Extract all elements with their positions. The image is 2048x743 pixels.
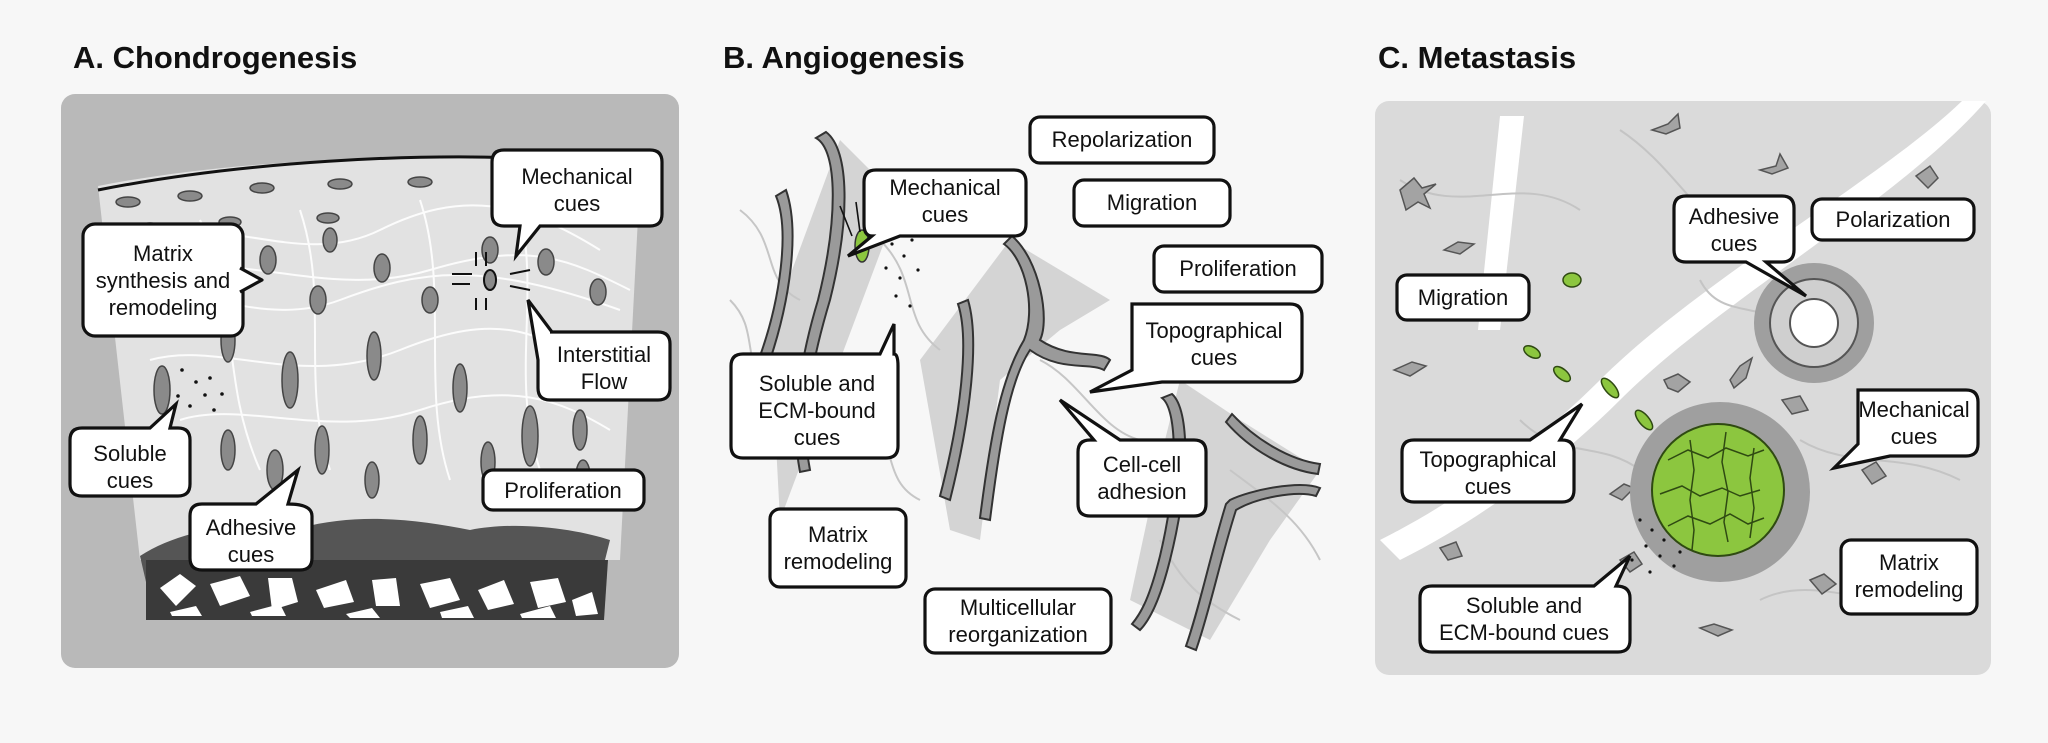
label-repolarization: Repolarization (1052, 127, 1193, 152)
callout-a-mechanical: Mechanical cues (490, 148, 664, 262)
callout-b-migration: Migration (1072, 178, 1232, 228)
callout-a-adhesive: Adhesive cues (188, 465, 314, 572)
label-interstitial-line2: Flow (581, 369, 628, 394)
callout-b-multicellular: Multicellular reorganization (923, 587, 1113, 655)
callout-b-proliferation: Proliferation (1152, 244, 1324, 294)
callout-b-soluble: Soluble and ECM-bound cues (729, 323, 900, 460)
callout-a-interstitial-flow: Interstitial Flow (526, 299, 672, 402)
label-b-matrix-line1: Matrix (808, 522, 868, 547)
label-c-mechanical-line1: Mechanical (1858, 397, 1969, 422)
label-c-mechanical-line2: cues (1891, 424, 1937, 449)
label-cell-cell-line2: adhesion (1097, 479, 1186, 504)
label-matrix-synthesis-line2: synthesis and (96, 268, 231, 293)
label-b-matrix-line2: remodeling (784, 549, 893, 574)
callout-c-matrix-remodeling: Matrix remodeling (1839, 538, 1979, 616)
label-b-soluble-line1: Soluble and (759, 371, 875, 396)
panel-a-title: A. Chondrogenesis (73, 40, 358, 75)
label-b-topographical-line2: cues (1191, 345, 1237, 370)
duct-lumen (1789, 298, 1839, 348)
callout-a-proliferation: Proliferation (481, 468, 646, 512)
label-b-soluble-line3: cues (794, 425, 840, 450)
label-b-topographical-line1: Topographical (1146, 318, 1283, 343)
label-a-mechanical-line1: Mechanical (521, 164, 632, 189)
callout-b-cell-cell: Cell-cell adhesion (1058, 398, 1208, 518)
label-a-proliferation: Proliferation (504, 478, 621, 503)
label-b-soluble-line2: ECM-bound (758, 398, 875, 423)
label-matrix-synthesis-line3: remodeling (109, 295, 218, 320)
panel-c-title: C. Metastasis (1378, 40, 1577, 75)
callout-c-adhesive: Adhesive cues (1672, 194, 1808, 298)
callout-b-repolarization: Repolarization (1028, 115, 1216, 165)
metastasis-dots (1630, 518, 1682, 574)
label-c-soluble-line2: ECM-bound cues (1439, 620, 1609, 645)
force-arrows (452, 252, 531, 310)
label-a-adhesive-line2: cues (228, 542, 274, 567)
label-c-soluble-line1: Soluble and (1466, 593, 1582, 618)
label-cell-cell-line1: Cell-cell (1103, 452, 1181, 477)
invading-cells (1523, 272, 1654, 431)
callout-c-soluble: Soluble and ECM-bound cues (1418, 554, 1632, 654)
label-c-matrix-line2: remodeling (1855, 577, 1964, 602)
label-a-adhesive-line1: Adhesive (206, 515, 297, 540)
label-multicellular-line1: Multicellular (960, 595, 1076, 620)
label-c-migration: Migration (1418, 285, 1508, 310)
label-b-mechanical-line1: Mechanical (889, 175, 1000, 200)
bone-trabeculae (160, 574, 598, 618)
soluble-dots (176, 368, 224, 412)
label-c-topographical-line2: cues (1465, 474, 1511, 499)
label-c-topographical-line1: Topographical (1420, 447, 1557, 472)
label-c-adhesive-line1: Adhesive (1689, 204, 1780, 229)
label-c-adhesive-line2: cues (1711, 231, 1757, 256)
callout-c-topographical: Topographical cues (1400, 402, 1584, 504)
label-multicellular-line2: reorganization (948, 622, 1087, 647)
label-b-proliferation: Proliferation (1179, 256, 1296, 281)
callout-c-migration: Migration (1395, 273, 1531, 322)
label-c-polarization: Polarization (1836, 207, 1951, 232)
callout-b-topographical: Topographical cues (1089, 302, 1304, 394)
tumor-cell-outlines (1659, 431, 1765, 551)
callout-a-soluble: Soluble cues (68, 399, 192, 498)
label-a-soluble-line2: cues (107, 468, 153, 493)
stromal-cells (1392, 112, 1939, 637)
callout-c-mechanical: Mechanical cues (1829, 388, 1980, 471)
label-interstitial-line1: Interstitial (557, 342, 651, 367)
callout-b-matrix-remodeling: Matrix remodeling (768, 507, 908, 589)
callout-b-mechanical: Mechanical cues (846, 168, 1028, 258)
callout-c-polarization: Polarization (1810, 197, 1976, 242)
label-c-matrix-line1: Matrix (1879, 550, 1939, 575)
label-matrix-synthesis-line1: Matrix (133, 241, 193, 266)
label-b-migration: Migration (1107, 190, 1197, 215)
label-a-mechanical-line2: cues (554, 191, 600, 216)
label-a-soluble-line1: Soluble (93, 441, 166, 466)
label-b-mechanical-line2: cues (922, 202, 968, 227)
callout-a-matrix-synthesis: Matrix synthesis and remodeling (81, 222, 264, 338)
panel-b-title: B. Angiogenesis (723, 40, 965, 75)
